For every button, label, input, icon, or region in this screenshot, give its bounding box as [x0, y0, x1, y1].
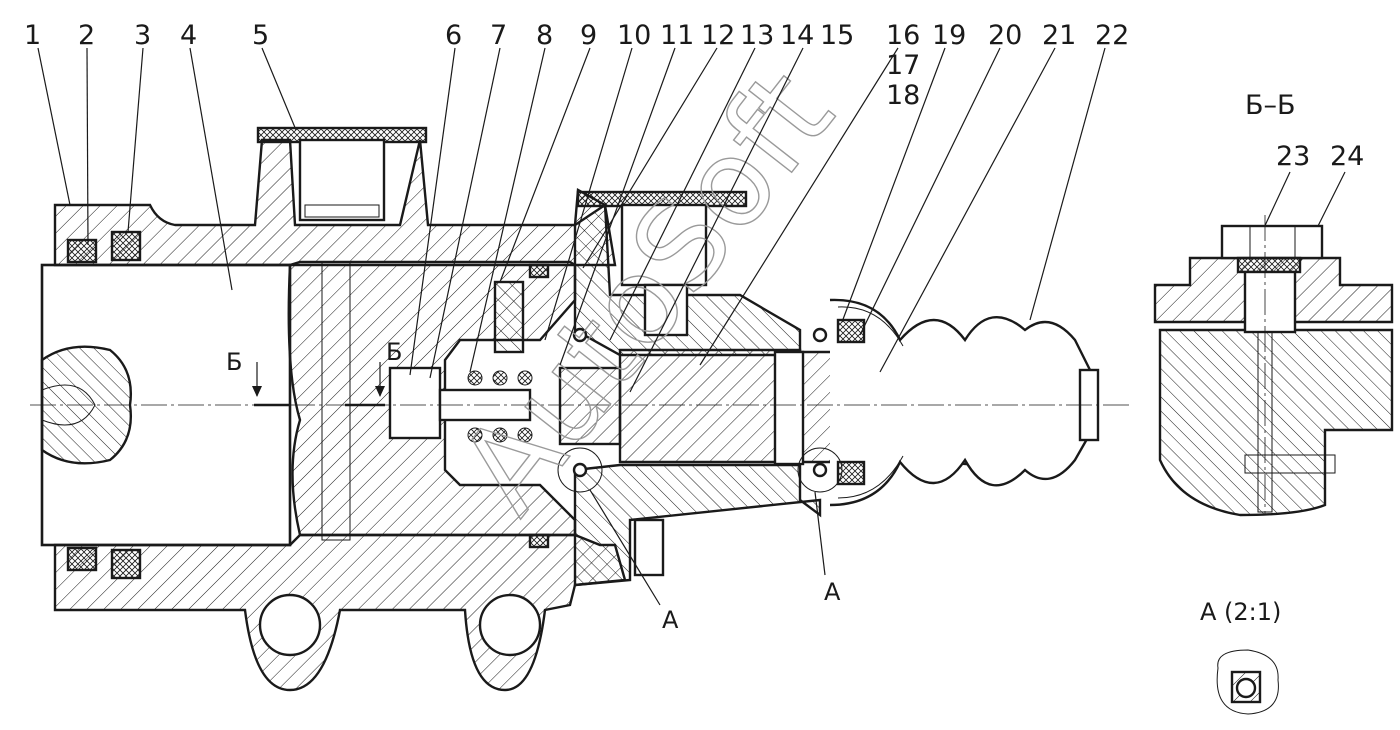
detail-a-circle-2 [797, 447, 843, 493]
section-bb-view: Б–Б 23 24 [1153, 90, 1394, 517]
callout-4: 4 [180, 20, 197, 51]
callout-18: 18 [886, 80, 920, 111]
detail-a-circle-1 [557, 447, 603, 493]
callout-13: 13 [740, 20, 774, 51]
section-cut-marks [252, 362, 385, 407]
callout-1: 1 [24, 20, 41, 51]
callout-16: 16 [886, 20, 920, 51]
callout-10: 10 [617, 20, 651, 51]
detail-a-label-2: А [824, 578, 841, 606]
callout-7: 7 [490, 20, 507, 51]
callout-21: 21 [1042, 20, 1076, 51]
seals [66, 230, 866, 580]
callout-5: 5 [252, 20, 269, 51]
piston-assembly [388, 280, 1100, 507]
callout-14: 14 [780, 20, 814, 51]
detail-a-leader-2 [814, 491, 826, 576]
callout-9: 9 [580, 20, 597, 51]
callout-12: 12 [701, 20, 735, 51]
cut-label-right: Б [386, 338, 402, 366]
callout-numbers: 1 2 3 4 5 6 7 8 9 10 11 12 13 14 15 16 1… [24, 20, 1129, 111]
callout-3: 3 [134, 20, 151, 51]
mounting-holes [258, 593, 542, 657]
callout-8: 8 [536, 20, 553, 51]
callout-17: 17 [886, 50, 920, 81]
callout-19: 19 [932, 20, 966, 51]
callout-20: 20 [988, 20, 1022, 51]
detail-a-leader-1 [589, 489, 661, 606]
callout-15: 15 [820, 20, 854, 51]
cut-label-left: Б [226, 348, 242, 376]
callout-22: 22 [1095, 20, 1129, 51]
callout-23: 23 [1276, 141, 1310, 172]
detail-a-title: А (2:1) [1200, 598, 1281, 626]
detail-a-label-1: А [662, 606, 679, 634]
callout-24: 24 [1330, 141, 1364, 172]
section-bb-title: Б–Б [1245, 90, 1296, 121]
callout-2: 2 [78, 20, 95, 51]
callout-6: 6 [445, 20, 462, 51]
detail-a-view: А (2:1) [1200, 598, 1281, 715]
callout-leaders [37, 47, 1106, 393]
callout-11: 11 [660, 20, 694, 51]
